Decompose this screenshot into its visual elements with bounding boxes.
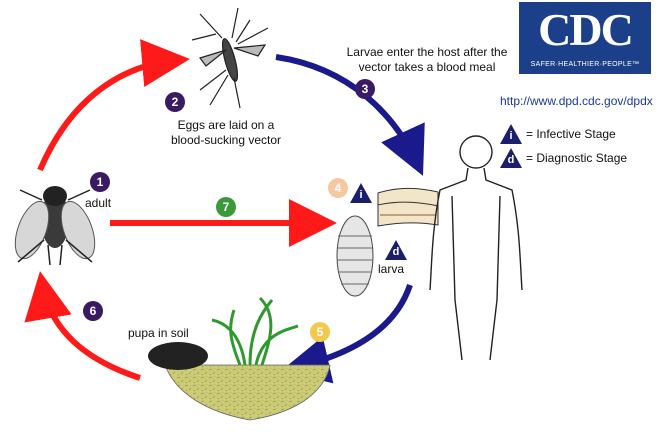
infective-legend-symbol: i bbox=[506, 129, 516, 143]
adult-caption: adult bbox=[85, 196, 111, 211]
pupa-illustration bbox=[148, 342, 208, 370]
eggs-caption: Eggs are laid on a blood-sucking vector bbox=[160, 118, 292, 148]
step-5-badge: 5 bbox=[310, 322, 330, 342]
pupa-caption: pupa in soil bbox=[128, 326, 189, 341]
larva-caption: larva bbox=[378, 262, 404, 277]
infective-stage-marker: i bbox=[350, 183, 372, 203]
diagnostic-legend-icon: d bbox=[500, 148, 522, 168]
step-3-badge: 3 bbox=[355, 79, 375, 99]
cdc-logo: CDC SAFER·HEALTHIER·PEOPLE™ bbox=[519, 2, 651, 74]
arrow-pupa-to-adult bbox=[42, 283, 140, 378]
diagnostic-stage-marker: d bbox=[385, 240, 407, 260]
larva-illustration bbox=[337, 216, 373, 296]
step-2-badge: 2 bbox=[165, 92, 185, 112]
diagnostic-legend-symbol: d bbox=[506, 153, 516, 167]
diagnostic-marker-symbol: d bbox=[391, 245, 401, 259]
cdc-logo-text: CDC bbox=[519, 2, 651, 58]
cdc-logo-tagline: SAFER·HEALTHIER·PEOPLE™ bbox=[519, 60, 651, 70]
step-7-badge: 7 bbox=[216, 197, 236, 217]
diagnostic-legend-label: = Diagnostic Stage bbox=[526, 150, 627, 166]
step-1-badge: 1 bbox=[90, 172, 110, 192]
mosquito-vector-illustration bbox=[192, 8, 268, 108]
human-host-silhouette bbox=[430, 136, 522, 360]
infective-legend-icon: i bbox=[500, 124, 522, 144]
source-url[interactable]: http://www.dpd.cdc.gov/dpdx bbox=[500, 94, 653, 108]
step-6-badge: 6 bbox=[83, 301, 103, 321]
infective-legend-label: = Infective Stage bbox=[526, 126, 616, 142]
step-4-badge: 4 bbox=[328, 178, 348, 198]
skin-section-illustration bbox=[378, 188, 438, 226]
infective-marker-symbol: i bbox=[356, 188, 366, 202]
vector-caption: Larvae enter the host after the vector t… bbox=[344, 45, 510, 75]
arrow-adult-to-vector bbox=[40, 60, 178, 170]
